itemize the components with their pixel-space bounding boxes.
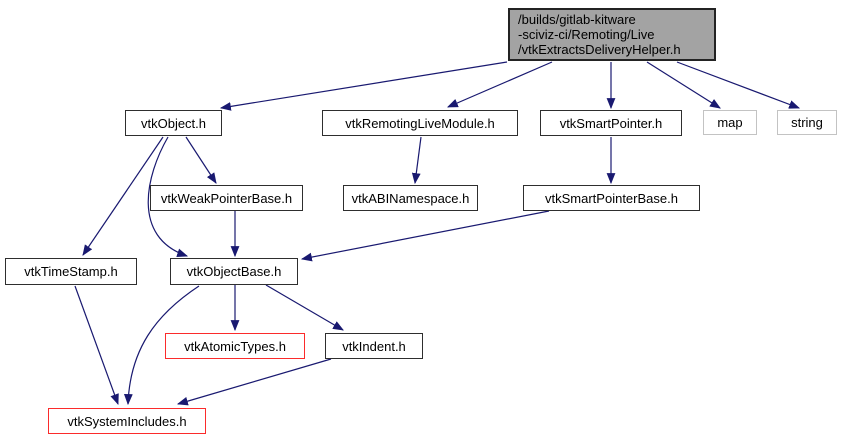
node-label: vtkSystemIncludes.h bbox=[67, 413, 187, 429]
edge-vtkobjectbase-to-vtkindent bbox=[265, 284, 344, 331]
node-label: vtkAtomicTypes.h bbox=[184, 338, 286, 354]
node-vtkweakpointerbase-h[interactable]: vtkWeakPointerBase.h bbox=[150, 185, 303, 211]
node-string: string bbox=[777, 110, 837, 135]
node-map: map bbox=[703, 110, 757, 135]
node-vtksystemincludes-h[interactable]: vtkSystemIncludes.h bbox=[48, 408, 206, 434]
node-vtksmartpointer-h[interactable]: vtkSmartPointer.h bbox=[540, 110, 682, 136]
graph-root-node: /builds/gitlab-kitware -sciviz-ci/Remoti… bbox=[508, 8, 716, 61]
node-vtkatomictypes-h[interactable]: vtkAtomicTypes.h bbox=[165, 333, 305, 359]
edge-root-to-map bbox=[646, 61, 721, 109]
edge-vtkindent-to-vtksystemincludes bbox=[176, 358, 332, 406]
node-label: vtkABINamespace.h bbox=[351, 190, 470, 206]
node-vtkobjectbase-h[interactable]: vtkObjectBase.h bbox=[170, 258, 298, 285]
node-vtksmartpointerbase-h[interactable]: vtkSmartPointerBase.h bbox=[523, 185, 700, 211]
node-vtktimestamp-h[interactable]: vtkTimeStamp.h bbox=[5, 258, 137, 285]
node-vtkabinamespace-h[interactable]: vtkABINamespace.h bbox=[343, 185, 478, 211]
edge-vtkobject-to-vtkobjectbase bbox=[147, 136, 189, 257]
node-label: string bbox=[791, 115, 823, 130]
node-vtkobject-h[interactable]: vtkObject.h bbox=[125, 110, 222, 136]
node-label: vtkSmartPointer.h bbox=[559, 115, 663, 131]
node-label: vtkTimeStamp.h bbox=[24, 264, 118, 279]
node-label: vtkObjectBase.h bbox=[186, 264, 282, 279]
edge-vtkobjectbase-to-vtksystemincludes bbox=[123, 285, 200, 406]
edge-vtkobject-to-vtkweakpointerbase bbox=[185, 136, 217, 184]
edge-vtktimestamp-to-vtksystemincludes bbox=[74, 285, 119, 406]
edge-vtksmartpointerbase-to-vtkobjectbase bbox=[300, 210, 550, 262]
node-label: vtkWeakPointerBase.h bbox=[160, 190, 293, 206]
node-label: map bbox=[717, 115, 743, 130]
node-label: vtkSmartPointerBase.h bbox=[545, 190, 678, 206]
root-node-line-1: /builds/gitlab-kitware bbox=[518, 12, 636, 27]
edge-root-to-vtkremotinglivemodule bbox=[446, 61, 553, 108]
edge-root-to-vtkobject bbox=[219, 61, 508, 111]
node-vtkremotinglivemodule-h[interactable]: vtkRemotingLiveModule.h bbox=[322, 110, 518, 136]
node-vtkindent-h[interactable]: vtkIndent.h bbox=[325, 333, 423, 359]
root-node-line-3: /vtkExtractsDeliveryHelper.h bbox=[518, 42, 681, 57]
node-label: vtkIndent.h bbox=[342, 338, 406, 354]
edge-root-to-string bbox=[676, 61, 801, 109]
root-node-line-2: -sciviz-ci/Remoting/Live bbox=[518, 27, 655, 42]
node-label: vtkRemotingLiveModule.h bbox=[345, 115, 495, 131]
edge-vtkobject-to-vtktimestamp bbox=[82, 136, 164, 256]
node-label: vtkObject.h bbox=[140, 115, 207, 131]
edge-vtkremotinglivemodule-to-vtkabinamespace bbox=[411, 136, 422, 185]
